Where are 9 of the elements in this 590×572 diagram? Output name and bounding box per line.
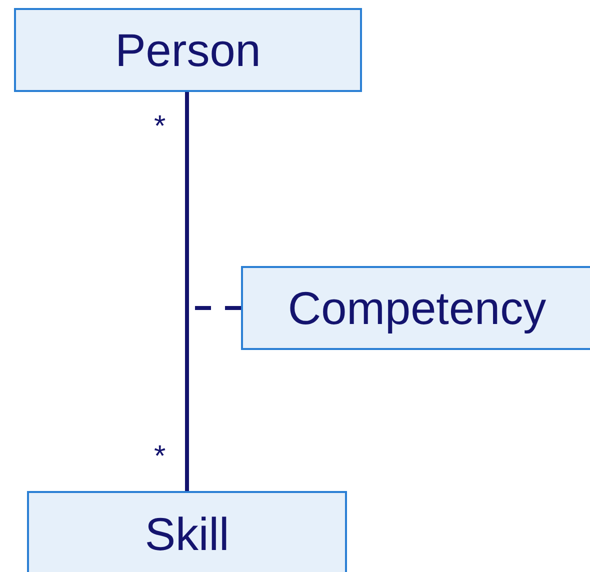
class-name: Competency (288, 281, 546, 335)
class-box (241, 266, 590, 350)
class-box (27, 491, 347, 572)
association-line (185, 92, 189, 491)
class-name: Skill (144, 507, 230, 561)
multiplicity-label: * (154, 110, 166, 144)
class-box (14, 8, 362, 92)
class-name: Person (115, 23, 261, 77)
multiplicity-label: * (154, 440, 166, 474)
